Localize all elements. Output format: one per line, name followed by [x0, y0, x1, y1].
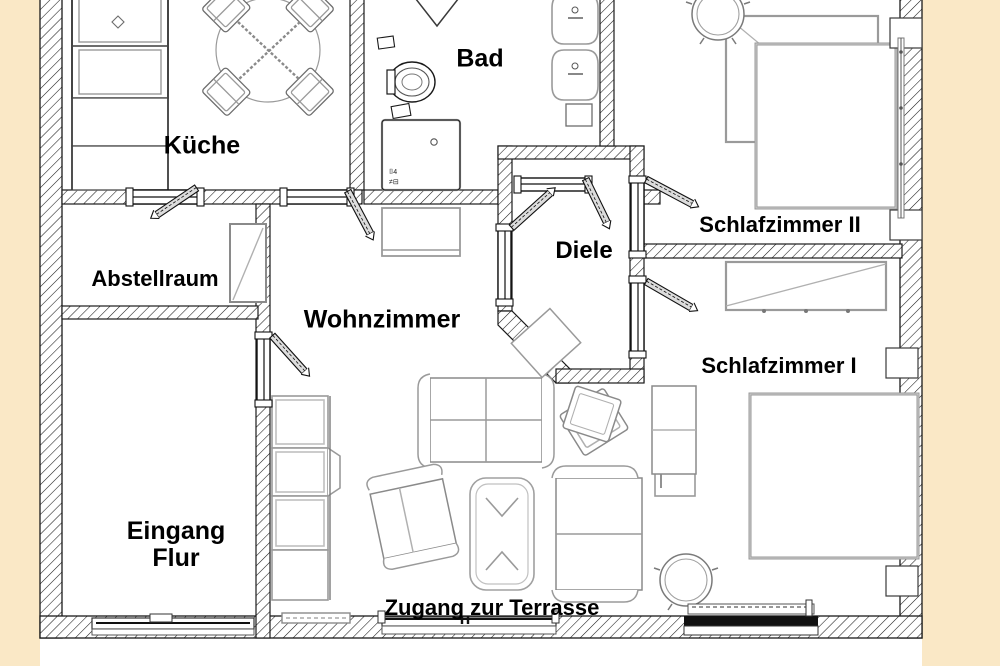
door-abstellraum	[254, 331, 311, 408]
door-kuche-right	[279, 187, 375, 241]
abstellraum-closet	[229, 223, 267, 303]
room-label-bad: Bad	[456, 44, 504, 73]
room-label-wohnzimmer: Wohnzimmer	[303, 305, 461, 334]
living-room-furniture	[271, 373, 697, 624]
room-label-abstellraum: Abstellraum	[91, 266, 219, 292]
window-bedroom2-east	[897, 37, 905, 219]
room-label-zugang-terrasse: Zugang zur Terrasse	[384, 595, 600, 621]
door-schlafzimmer1	[628, 275, 699, 359]
armchair-diele	[562, 385, 622, 443]
bedroom-2-furniture	[685, 0, 923, 241]
entrance-door	[91, 613, 255, 636]
room-label-kueche: Küche	[163, 131, 241, 160]
dining-set	[202, 0, 334, 116]
room-label-schlafzimmer-2: Schlafzimmer II	[699, 212, 861, 238]
diele-cabinet	[510, 307, 582, 379]
bathroom-fixtures: ⌷4 ≠⊟	[376, 0, 462, 257]
room-label-eingang-flur: Eingang Flur	[126, 517, 226, 572]
door-kuche-left	[125, 184, 205, 220]
door-schlafzimmer2	[628, 175, 700, 259]
room-label-diele: Diele	[555, 237, 613, 265]
door-symbols	[125, 175, 700, 408]
room-label-schlafzimmer-1: Schlafzimmer I	[701, 353, 857, 379]
svg-text:⌷4: ⌷4	[389, 169, 397, 176]
terrace-door-living	[377, 610, 560, 635]
kitchen-furniture	[71, 0, 169, 191]
door-diele-wohnzimmer	[495, 187, 556, 307]
door-bad	[513, 175, 612, 230]
terrace-door-bedroom1	[683, 599, 819, 636]
svg-text:≠⊟: ≠⊟	[389, 179, 399, 186]
double-washbasin	[551, 0, 599, 127]
